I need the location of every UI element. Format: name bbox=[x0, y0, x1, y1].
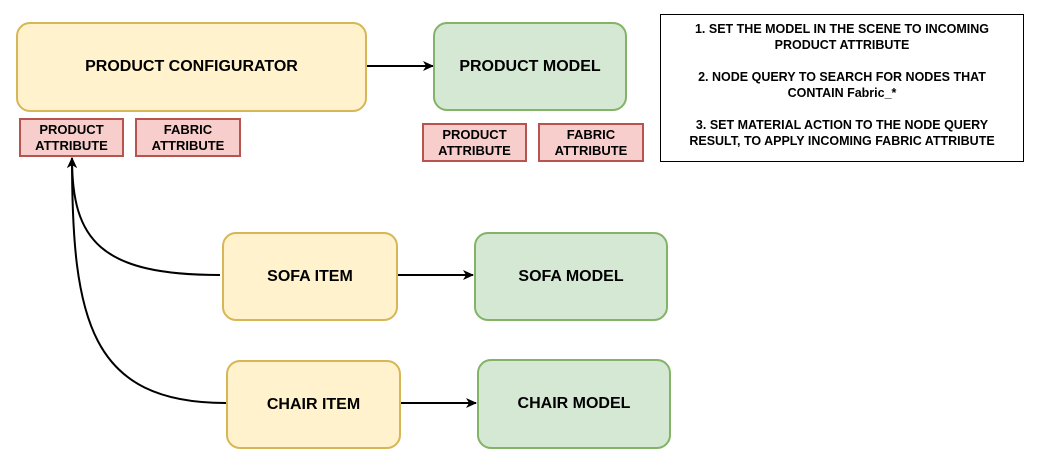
instruction-step-3: 3. SET MATERIAL ACTION TO THE NODE QUERY… bbox=[689, 118, 995, 148]
configurator-fabric-attribute[interactable]: FABRIC ATTRIBUTE bbox=[135, 118, 241, 157]
product-configurator-node[interactable]: PRODUCT CONFIGURATOR bbox=[16, 22, 367, 112]
sofa-item-node[interactable]: SOFA ITEM bbox=[222, 232, 398, 321]
model-product-attribute-label: PRODUCT ATTRIBUTE bbox=[438, 126, 511, 158]
sofa-model-label: SOFA MODEL bbox=[518, 267, 624, 285]
product-configurator-label: PRODUCT CONFIGURATOR bbox=[85, 58, 298, 75]
chair-item-node[interactable]: CHAIR ITEM bbox=[226, 360, 401, 449]
chair-model-node[interactable]: CHAIR MODEL bbox=[477, 359, 671, 449]
model-product-attribute[interactable]: PRODUCT ATTRIBUTE bbox=[422, 123, 527, 162]
sofa-model-node[interactable]: SOFA MODEL bbox=[474, 232, 668, 321]
instruction-step-2: 2. NODE QUERY TO SEARCH FOR NODES THAT C… bbox=[698, 70, 986, 100]
instruction-step-1: 1. SET THE MODEL IN THE SCENE TO INCOMIN… bbox=[694, 22, 989, 52]
configurator-product-attribute[interactable]: PRODUCT ATTRIBUTE bbox=[19, 118, 124, 157]
chair-item-label: CHAIR ITEM bbox=[266, 395, 361, 413]
configurator-fabric-attribute-label: FABRIC ATTRIBUTE bbox=[151, 121, 225, 153]
curve-chair-item-to-product-attribute bbox=[67, 157, 227, 404]
product-model-label: PRODUCT MODEL bbox=[459, 57, 601, 75]
configurator-product-attribute-label: PRODUCT ATTRIBUTE bbox=[35, 121, 108, 153]
product-model-node[interactable]: PRODUCT MODEL bbox=[433, 22, 627, 111]
chair-model-label: CHAIR MODEL bbox=[517, 395, 631, 412]
sofa-item-label: SOFA ITEM bbox=[267, 267, 353, 285]
instructions-note: 1. SET THE MODEL IN THE SCENE TO INCOMIN… bbox=[660, 14, 1024, 162]
model-fabric-attribute-label: FABRIC ATTRIBUTE bbox=[554, 126, 628, 158]
curve-sofa-item-to-product-attribute bbox=[67, 157, 221, 276]
model-fabric-attribute[interactable]: FABRIC ATTRIBUTE bbox=[538, 123, 644, 162]
